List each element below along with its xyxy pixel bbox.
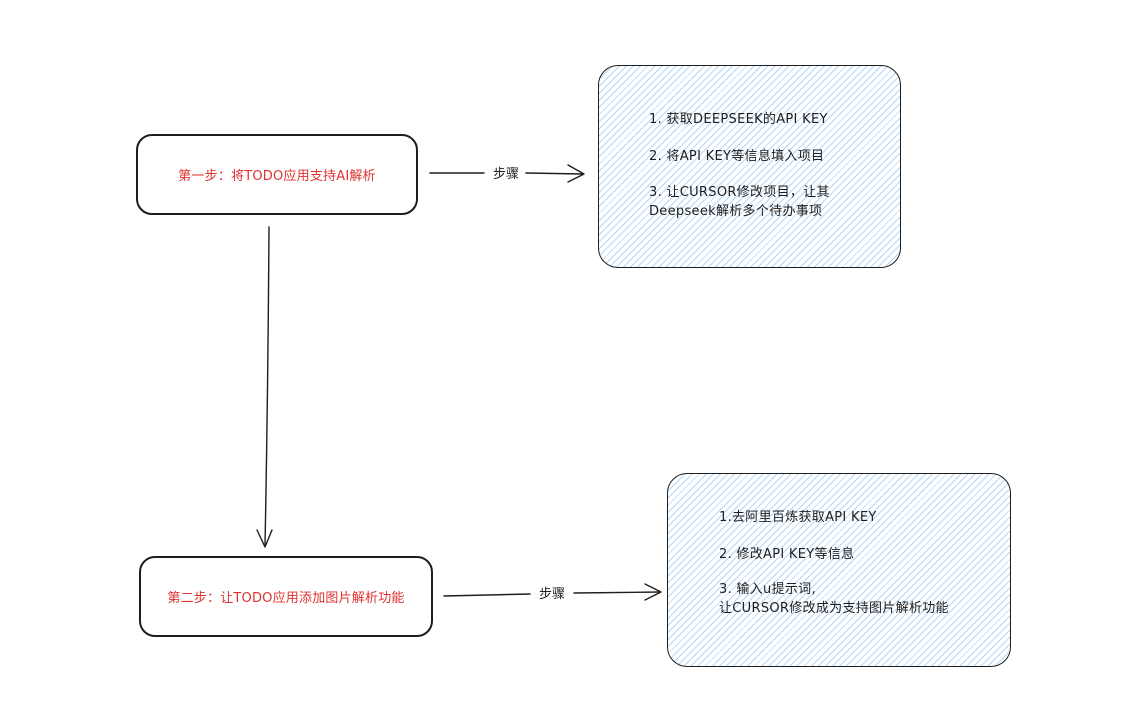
edge-step1-to-step2-line: [264, 226, 270, 547]
detail1-line-3: 3. 让CURSOR修改项目，让其: [649, 185, 830, 200]
detail2-line-1: 1.去阿里百炼获取API KEY: [719, 510, 877, 525]
edge-step2-to-detail2-line: [443, 591, 661, 597]
detail1-box[interactable]: 1. 获取DEEPSEEK的API KEY 2. 将API KEY等信息填入项目…: [598, 65, 901, 268]
detail1-line-4: Deepseek解析多个待办事项: [649, 204, 823, 219]
edge1-label: 步骤: [489, 163, 524, 182]
detail1-line-2: 2. 将API KEY等信息填入项目: [649, 149, 825, 164]
detail2-line-2: 2. 修改API KEY等信息: [719, 547, 855, 562]
step2-node[interactable]: 第二步：让TODO应用添加图片解析功能: [139, 556, 433, 637]
step2-label: 第二步：让TODO应用添加图片解析功能: [167, 591, 405, 606]
edge-step1-to-detail1-arrowhead: [567, 164, 585, 183]
detail2-box[interactable]: 1.去阿里百炼获取API KEY 2. 修改API KEY等信息 3. 输入u提…: [667, 473, 1011, 667]
detail2-line-3: 3. 输入u提示词,: [719, 582, 816, 597]
edge2-label: 步骤: [535, 583, 570, 602]
step1-node[interactable]: 第一步：将TODO应用支持AI解析: [136, 134, 418, 215]
detail1-line-1: 1. 获取DEEPSEEK的API KEY: [649, 112, 828, 127]
step1-label: 第一步：将TODO应用支持AI解析: [178, 169, 376, 184]
detail2-line-4: 让CURSOR修改成为支持图片解析功能: [719, 601, 949, 616]
edge-step2-to-detail2-arrowhead: [644, 583, 662, 601]
edge-step1-to-detail1-line: [429, 172, 584, 175]
edge-step1-to-step2-arrowhead: [256, 529, 273, 548]
